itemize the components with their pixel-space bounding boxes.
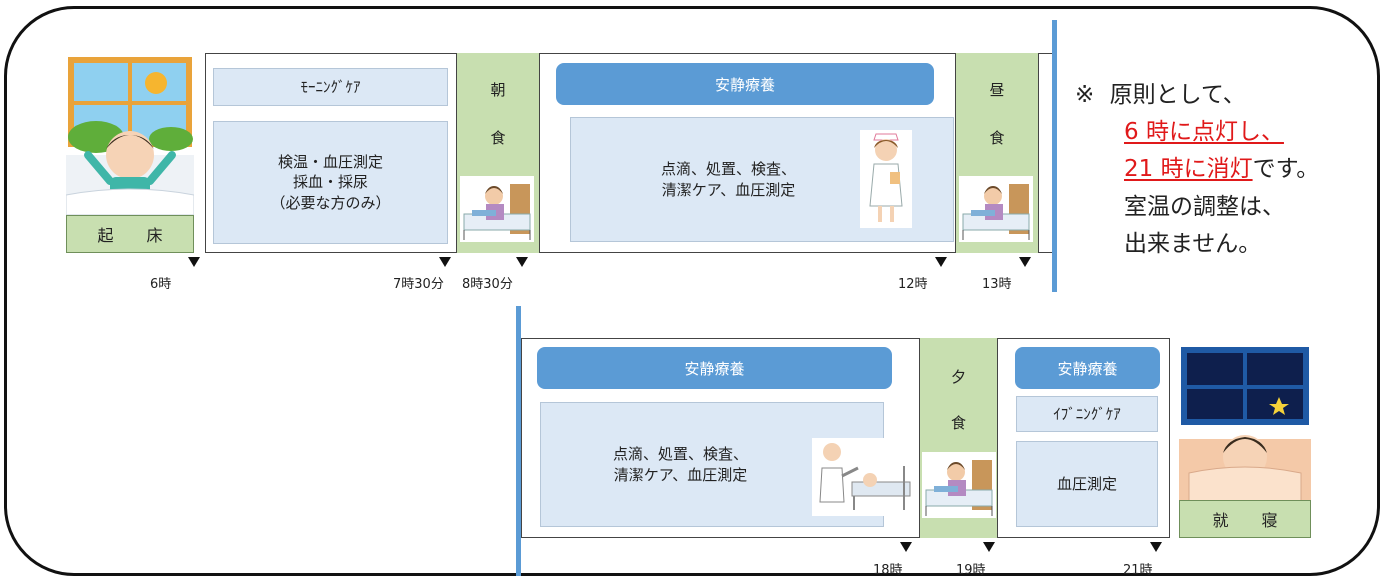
note-text-3-rest: です。	[1252, 156, 1320, 182]
time-marker	[935, 257, 947, 267]
meal-patient-illustration	[959, 176, 1033, 242]
time-marker	[1019, 257, 1031, 267]
time-marker	[1150, 542, 1162, 552]
time-label: 21時	[1123, 563, 1153, 578]
rest-pill-2: 安静療養	[537, 347, 892, 389]
time-marker	[983, 542, 995, 552]
rest-pill-3: 安静療養	[1015, 347, 1160, 389]
note-line-2: 6 時に点灯し、	[1124, 119, 1284, 145]
note-mark: ※	[1075, 82, 1095, 108]
time-label: 12時	[898, 277, 928, 292]
divider-bar-right	[1052, 20, 1057, 292]
bedtime-label: 就 寝	[1179, 500, 1311, 538]
note-text-3-red: 21 時に消灯	[1124, 156, 1253, 182]
note-line-4: 室温の調整は、	[1124, 194, 1285, 220]
note-line-5: 出来ません。	[1124, 231, 1262, 257]
time-label: 7時30分	[393, 277, 444, 292]
time-label: 6時	[150, 277, 172, 292]
time-marker	[188, 257, 200, 267]
time-label: 18時	[873, 563, 903, 578]
breakfast-char-1: 朝	[490, 81, 506, 99]
rest-treatment-text-2: 点滴、処置、検査、 清潔ケア、血圧測定	[613, 445, 749, 484]
morning-care-box: ﾓｰﾆﾝｸﾞｹｱ	[213, 68, 448, 106]
nurse-with-patient-illustration	[812, 438, 914, 516]
nurse-illustration	[860, 130, 912, 228]
lunch-char-1: 昼	[989, 81, 1005, 99]
morning-checks-box: 検温・血圧測定 採血・採尿 （必要な方のみ）	[213, 121, 448, 244]
dinner-char-2: 食	[950, 414, 966, 432]
note-text-1: 原則として、	[1109, 82, 1246, 108]
time-label: 19時	[956, 563, 986, 578]
time-marker	[900, 542, 912, 552]
note-line-3: 21 時に消灯です。	[1124, 158, 1319, 181]
sleeping-child-illustration	[1179, 345, 1311, 505]
wake-up-child-illustration	[66, 55, 194, 215]
wake-up-label: 起 床	[66, 215, 194, 253]
time-marker	[516, 257, 528, 267]
rest-treatment-text-1: 点滴、処置、検査、 清潔ケア、血圧測定	[661, 160, 797, 199]
evening-bp-box: 血圧測定	[1016, 441, 1158, 527]
breakfast-char-2: 食	[490, 129, 506, 147]
evening-care-box: ｲﾌﾞﾆﾝｸﾞｹｱ	[1016, 396, 1158, 432]
meal-patient-illustration	[922, 452, 996, 518]
dinner-char-1: 夕	[950, 368, 966, 386]
note-line-1: ※ 原則として、	[1075, 84, 1246, 107]
meal-patient-illustration	[460, 176, 534, 242]
time-marker	[439, 257, 451, 267]
lunch-char-2: 食	[989, 129, 1005, 147]
rest-pill-1: 安静療養	[556, 63, 934, 105]
time-label: 13時	[982, 277, 1012, 292]
rounded-frame	[4, 6, 1380, 576]
divider-bar-left	[516, 306, 521, 576]
time-label: 8時30分	[462, 277, 513, 292]
